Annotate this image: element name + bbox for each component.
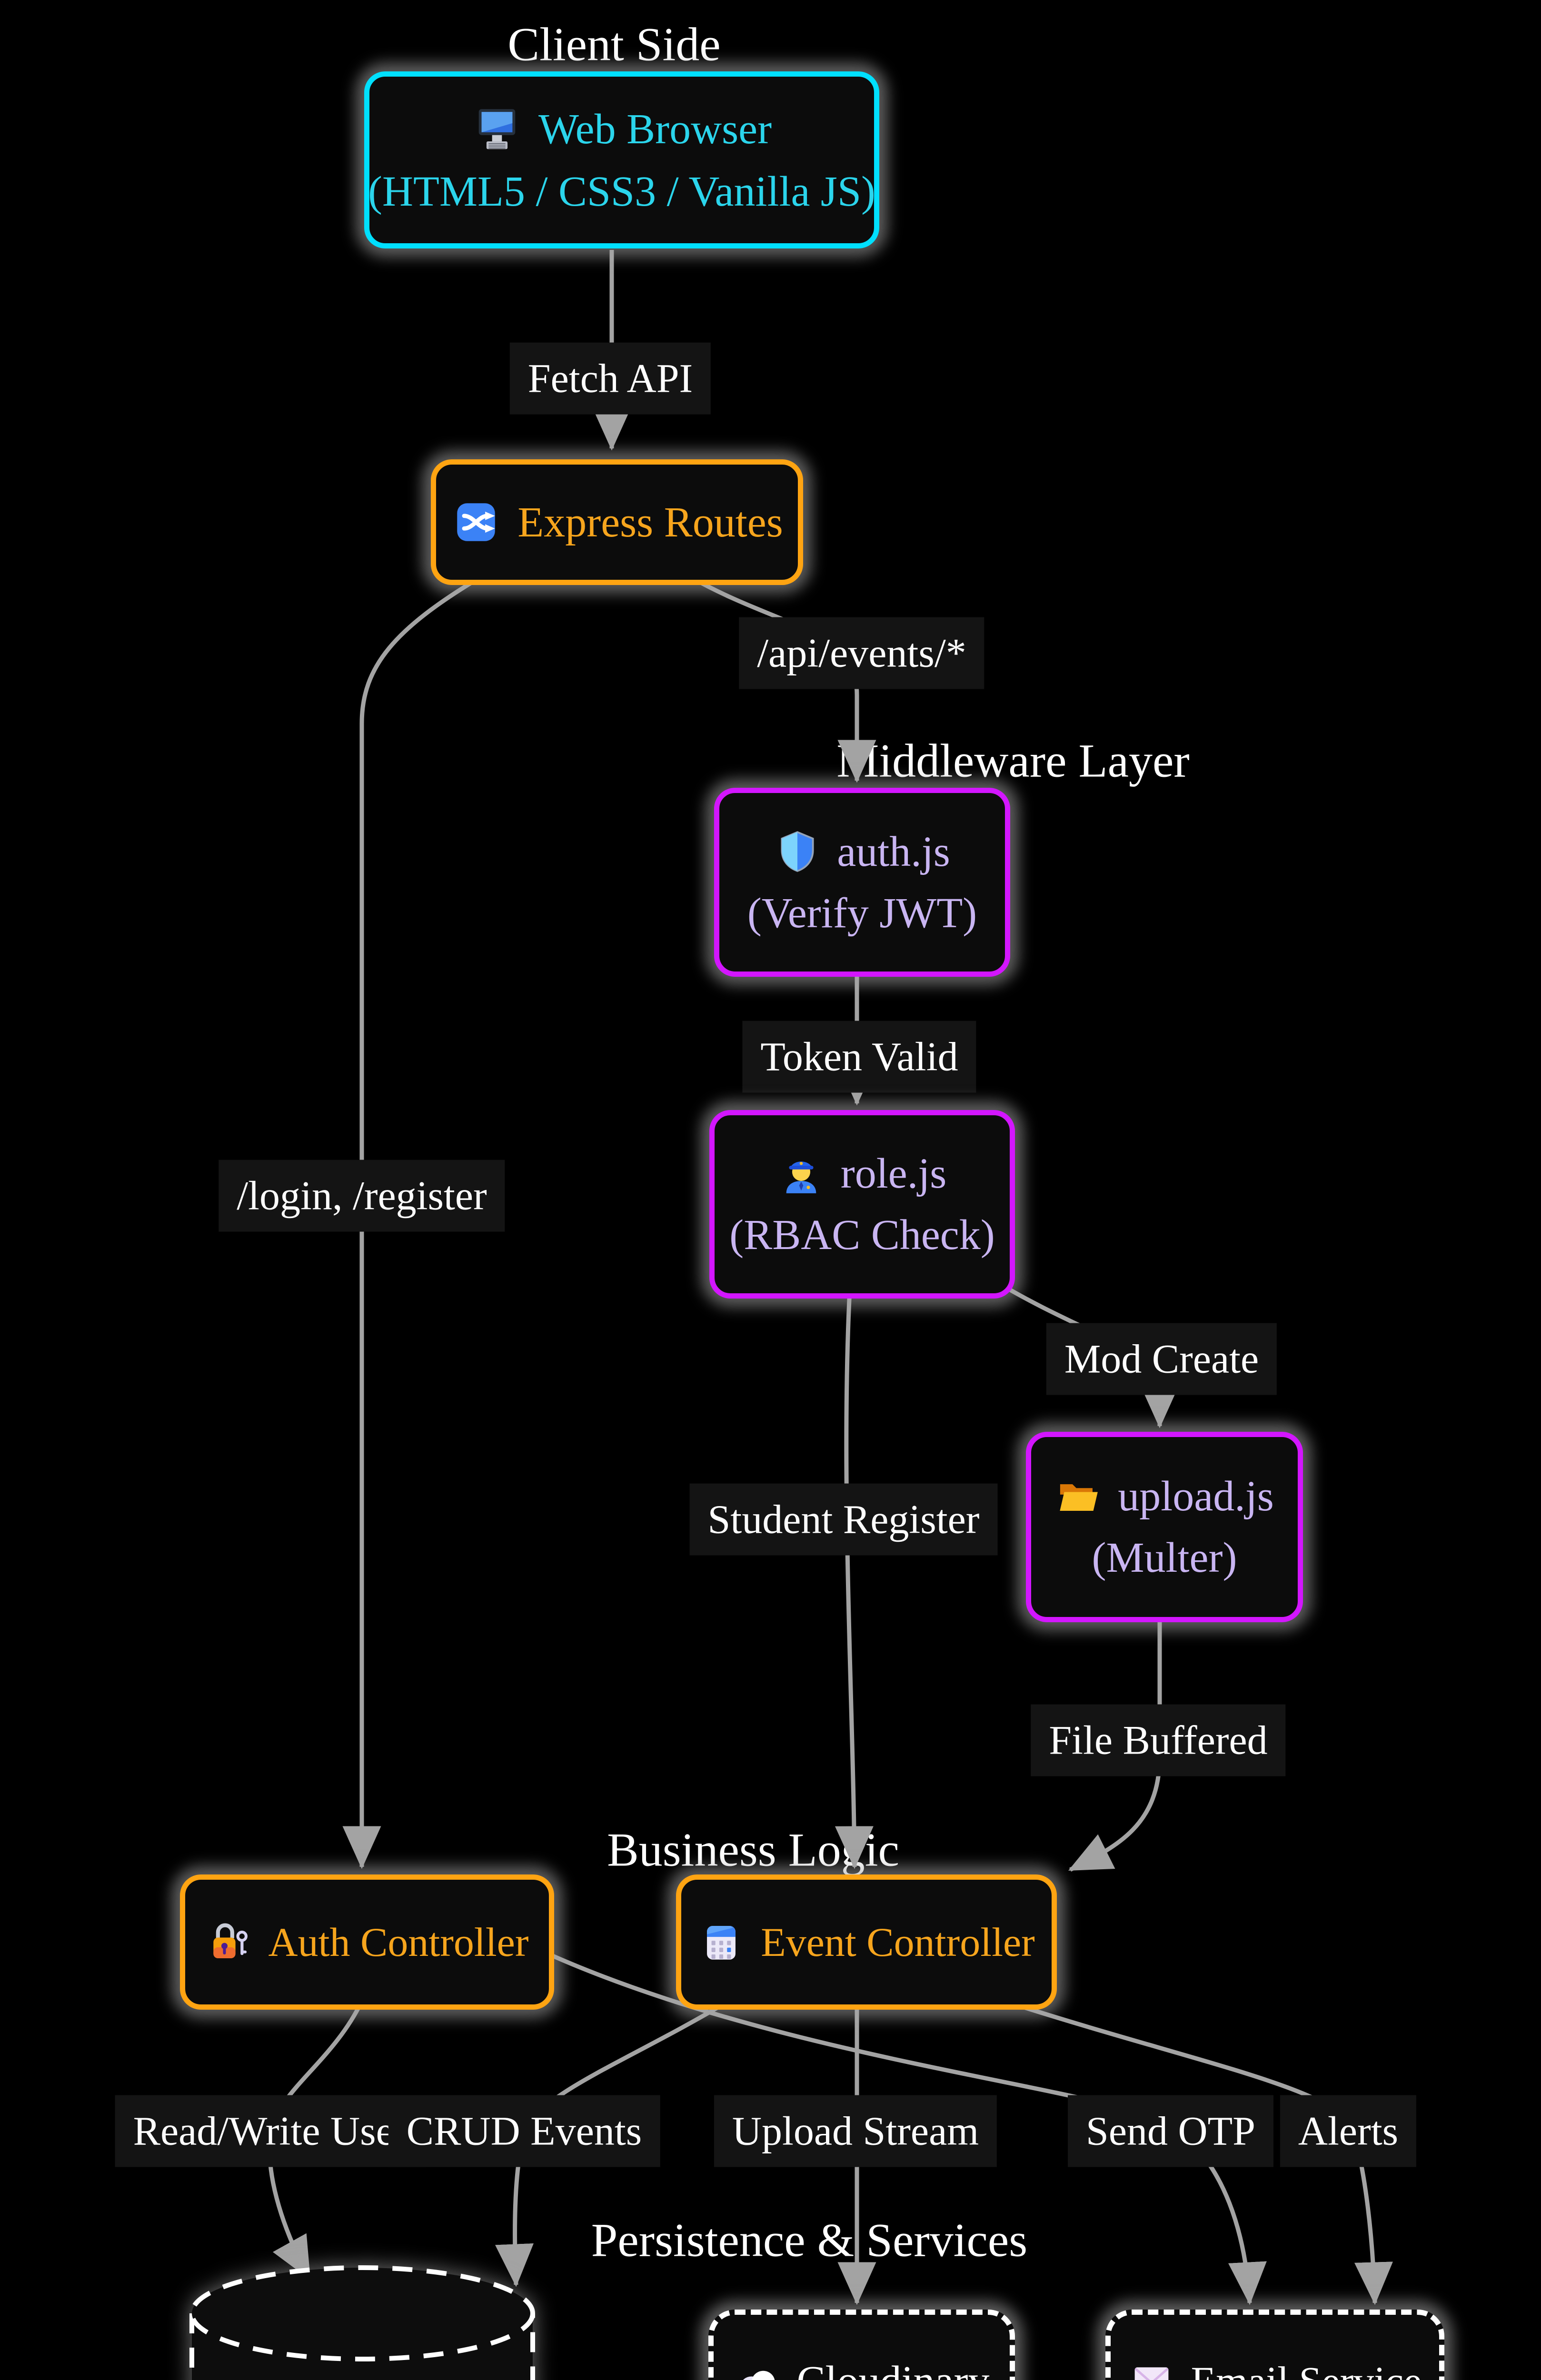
police-officer-icon xyxy=(778,1150,825,1197)
envelope-icon xyxy=(1128,2358,1175,2380)
edge-label-fetch-api: Fetch API xyxy=(509,342,711,415)
edge-label-crud-events: CRUD Events xyxy=(388,2095,660,2167)
node-email-service: Email Service xyxy=(1105,2310,1444,2380)
node-web-browser-titlerow: Web Browser xyxy=(472,104,772,155)
node-upload-js: upload.js (Multer) xyxy=(1026,1432,1303,1622)
node-express-routes: Express Routes xyxy=(431,459,803,585)
edge-label-token-valid: Token Valid xyxy=(742,1021,976,1093)
edge-label-mod-create: Mod Create xyxy=(1046,1323,1277,1395)
edge-label-login-register: /login, /register xyxy=(219,1160,505,1232)
edge-label-api-events: /api/events/* xyxy=(739,617,984,689)
node-role-js-titlerow: role.js xyxy=(778,1149,946,1198)
desktop-computer-icon xyxy=(472,104,522,155)
node-role-js: role.js (RBAC Check) xyxy=(709,1110,1015,1299)
edge-label-send-otp: Send OTP xyxy=(1068,2095,1273,2167)
edge-label-read-write-user: Read/Write User xyxy=(115,2095,426,2167)
node-mongodb-atlas: MongoDB Atlas xyxy=(187,2261,537,2380)
node-upload-js-subtitle: (Multer) xyxy=(1092,1534,1237,1581)
edge-label-file-buffered: File Buffered xyxy=(1031,1704,1286,1776)
title-client-side: Client Side xyxy=(507,18,721,71)
node-event-controller-title: Event Controller xyxy=(761,1919,1035,1965)
node-auth-controller-titlerow: Auth Controller xyxy=(206,1918,529,1966)
edge-label-upload-stream: Upload Stream xyxy=(714,2095,997,2167)
title-persistence-services: Persistence & Services xyxy=(591,2213,1028,2267)
calendar-icon xyxy=(698,1919,745,1965)
node-cloudinary: Cloudinary xyxy=(708,2310,1015,2380)
node-auth-js-subtitle: (Verify JWT) xyxy=(747,889,977,937)
node-auth-js: auth.js (Verify JWT) xyxy=(714,788,1010,977)
node-auth-controller: Auth Controller xyxy=(180,1874,554,2010)
shuffle-icon xyxy=(451,497,501,547)
node-auth-js-title: auth.js xyxy=(837,828,950,875)
node-web-browser: Web Browser (HTML5 / CSS3 / Vanilla JS) xyxy=(364,71,879,248)
mongodb-cylinder-shape xyxy=(189,2265,535,2380)
node-web-browser-title: Web Browser xyxy=(538,106,772,153)
node-cloudinary-titlerow: Cloudinary xyxy=(734,2357,990,2380)
cloud-icon xyxy=(734,2358,781,2380)
node-upload-js-titlerow: upload.js xyxy=(1055,1472,1274,1521)
node-role-js-subtitle: (RBAC Check) xyxy=(729,1211,995,1259)
locked-with-key-icon xyxy=(206,1919,252,1965)
edge-label-alerts: Alerts xyxy=(1280,2095,1417,2167)
node-express-routes-title: Express Routes xyxy=(517,498,783,546)
node-event-controller: Event Controller xyxy=(676,1874,1057,2010)
node-email-service-titlerow: Email Service xyxy=(1128,2357,1422,2380)
node-auth-js-titlerow: auth.js xyxy=(774,827,950,876)
title-business-logic: Business Logic xyxy=(607,1823,899,1876)
open-folder-icon xyxy=(1055,1473,1102,1520)
node-role-js-title: role.js xyxy=(840,1150,947,1197)
title-middleware-layer: Middleware Layer xyxy=(836,734,1190,787)
node-cloudinary-title: Cloudinary xyxy=(797,2357,990,2380)
node-auth-controller-title: Auth Controller xyxy=(268,1919,529,1965)
node-email-service-title: Email Service xyxy=(1191,2357,1422,2380)
node-express-routes-titlerow: Express Routes xyxy=(451,497,783,547)
node-event-controller-titlerow: Event Controller xyxy=(698,1918,1035,1966)
node-upload-js-title: upload.js xyxy=(1118,1473,1274,1520)
edge-rolejs-eventcontroller xyxy=(835,1289,874,1869)
node-web-browser-subtitle: (HTML5 / CSS3 / Vanilla JS) xyxy=(368,168,875,215)
edge-label-student-register: Student Register xyxy=(689,1483,998,1556)
shield-icon xyxy=(774,828,821,875)
